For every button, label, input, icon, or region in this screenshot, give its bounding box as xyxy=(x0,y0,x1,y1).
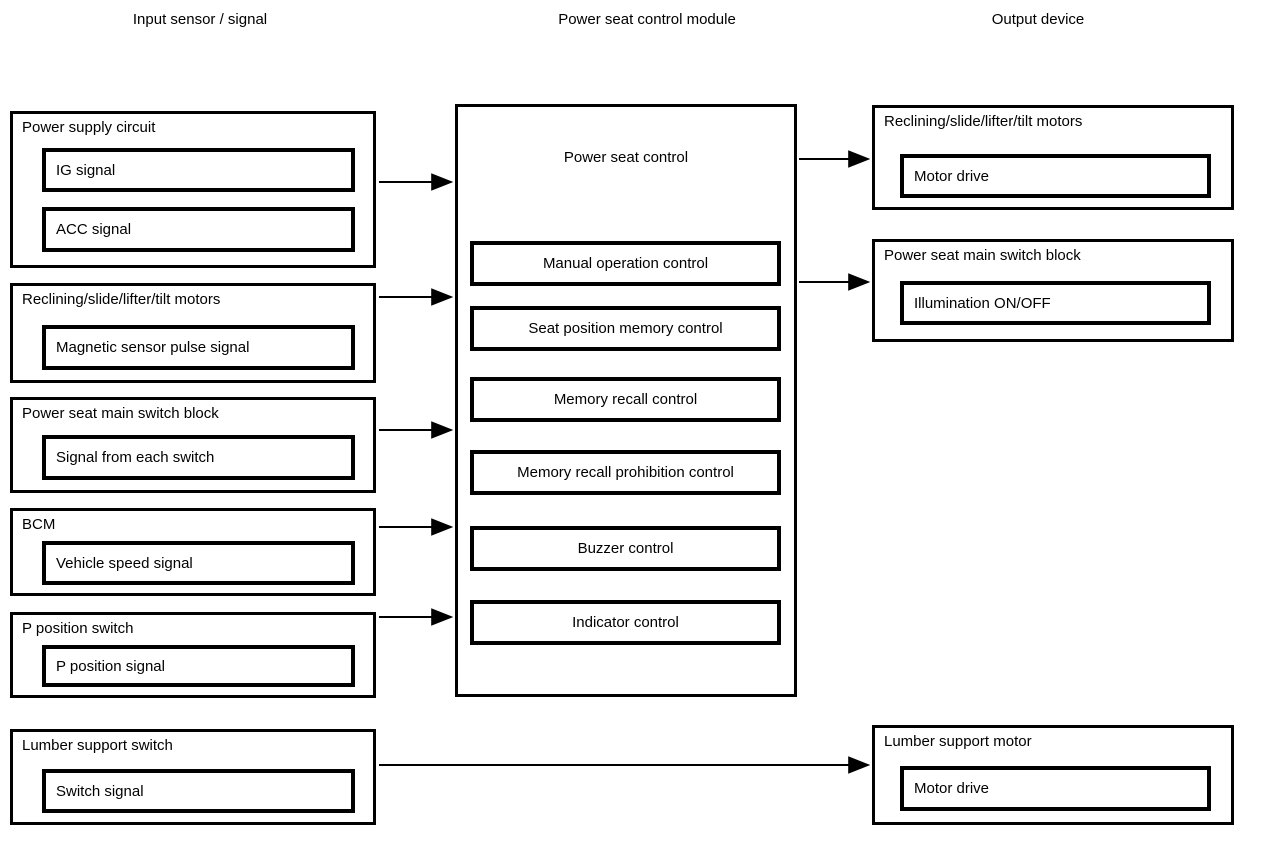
module-title: Power seat control xyxy=(563,149,689,166)
input-box-lumber-support-switch: Lumber support switch Switch signal xyxy=(10,729,376,825)
box-label: Power seat main switch block xyxy=(22,405,219,422)
input-box-reclining-motors: Reclining/slide/lifter/tilt motors Magne… xyxy=(10,283,376,383)
input-box-bcm: BCM Vehicle speed signal xyxy=(10,508,376,596)
input-box-power-supply-circuit: Power supply circuit IG signal ACC signa… xyxy=(10,111,376,268)
box-label: Power seat main switch block xyxy=(884,247,1081,264)
function-box-seat-position-memory: Seat position memory control xyxy=(470,306,781,351)
function-box-indicator: Indicator control xyxy=(470,600,781,645)
box-label: BCM xyxy=(22,516,56,533)
signal-box-motor-drive: Motor drive xyxy=(900,766,1211,811)
box-label: Reclining/slide/lifter/tilt motors xyxy=(22,291,221,308)
signal-label: Signal from each switch xyxy=(56,449,215,466)
signal-box-acc: ACC signal xyxy=(42,207,355,252)
signal-label: Motor drive xyxy=(914,167,990,185)
box-label: Lumber support motor xyxy=(884,733,1032,750)
signal-box-vehicle-speed: Vehicle speed signal xyxy=(42,541,355,585)
column-header-output-device: Output device xyxy=(991,11,1085,28)
box-label: Lumber support switch xyxy=(22,737,173,754)
module-box-power-seat-control: Power seat control Manual operation cont… xyxy=(455,104,797,697)
signal-label: Motor drive xyxy=(914,780,990,797)
column-header-input-sensor: Input sensor / signal xyxy=(132,11,268,28)
function-label: Memory recall control xyxy=(553,391,698,408)
signal-label: Vehicle speed signal xyxy=(56,554,193,572)
column-header-control-module: Power seat control module xyxy=(558,11,736,28)
signal-box-p-position: P position signal xyxy=(42,645,355,687)
signal-label: Switch signal xyxy=(56,782,144,800)
signal-label: IG signal xyxy=(56,161,116,179)
box-label: P position switch xyxy=(22,620,134,637)
output-box-main-switch-block: Power seat main switch block Illuminatio… xyxy=(872,239,1234,342)
signal-label: Illumination ON/OFF xyxy=(914,294,1051,312)
signal-box-magnetic-pulse: Magnetic sensor pulse signal xyxy=(42,325,355,370)
function-label: Indicator control xyxy=(572,614,679,631)
signal-box-ig: IG signal xyxy=(42,148,355,192)
signal-box-each-switch: Signal from each switch xyxy=(42,435,355,480)
input-box-p-position-switch: P position switch P position signal xyxy=(10,612,376,698)
box-label: Reclining/slide/lifter/tilt motors xyxy=(884,113,1083,130)
function-label: Manual operation control xyxy=(542,255,709,272)
output-box-reclining-motors: Reclining/slide/lifter/tilt motors Motor… xyxy=(872,105,1234,210)
signal-label: P position signal xyxy=(56,657,165,675)
function-box-manual-operation: Manual operation control xyxy=(470,241,781,286)
function-label: Buzzer control xyxy=(577,540,674,557)
function-box-memory-recall: Memory recall control xyxy=(470,377,781,422)
function-box-buzzer: Buzzer control xyxy=(470,526,781,571)
signal-label: ACC signal xyxy=(56,221,132,238)
function-box-memory-recall-prohibition: Memory recall prohibition control xyxy=(470,450,781,495)
signal-box-illumination: Illumination ON/OFF xyxy=(900,281,1211,325)
signal-label: Magnetic sensor pulse signal xyxy=(56,339,250,356)
signal-box-switch-signal: Switch signal xyxy=(42,769,355,813)
function-label: Memory recall prohibition control xyxy=(517,464,734,481)
signal-box-motor-drive: Motor drive xyxy=(900,154,1211,198)
input-box-main-switch-block: Power seat main switch block Signal from… xyxy=(10,397,376,493)
box-label: Power supply circuit xyxy=(22,119,156,136)
output-box-lumber-support-motor: Lumber support motor Motor drive xyxy=(872,725,1234,825)
function-label: Seat position memory control xyxy=(528,320,723,337)
